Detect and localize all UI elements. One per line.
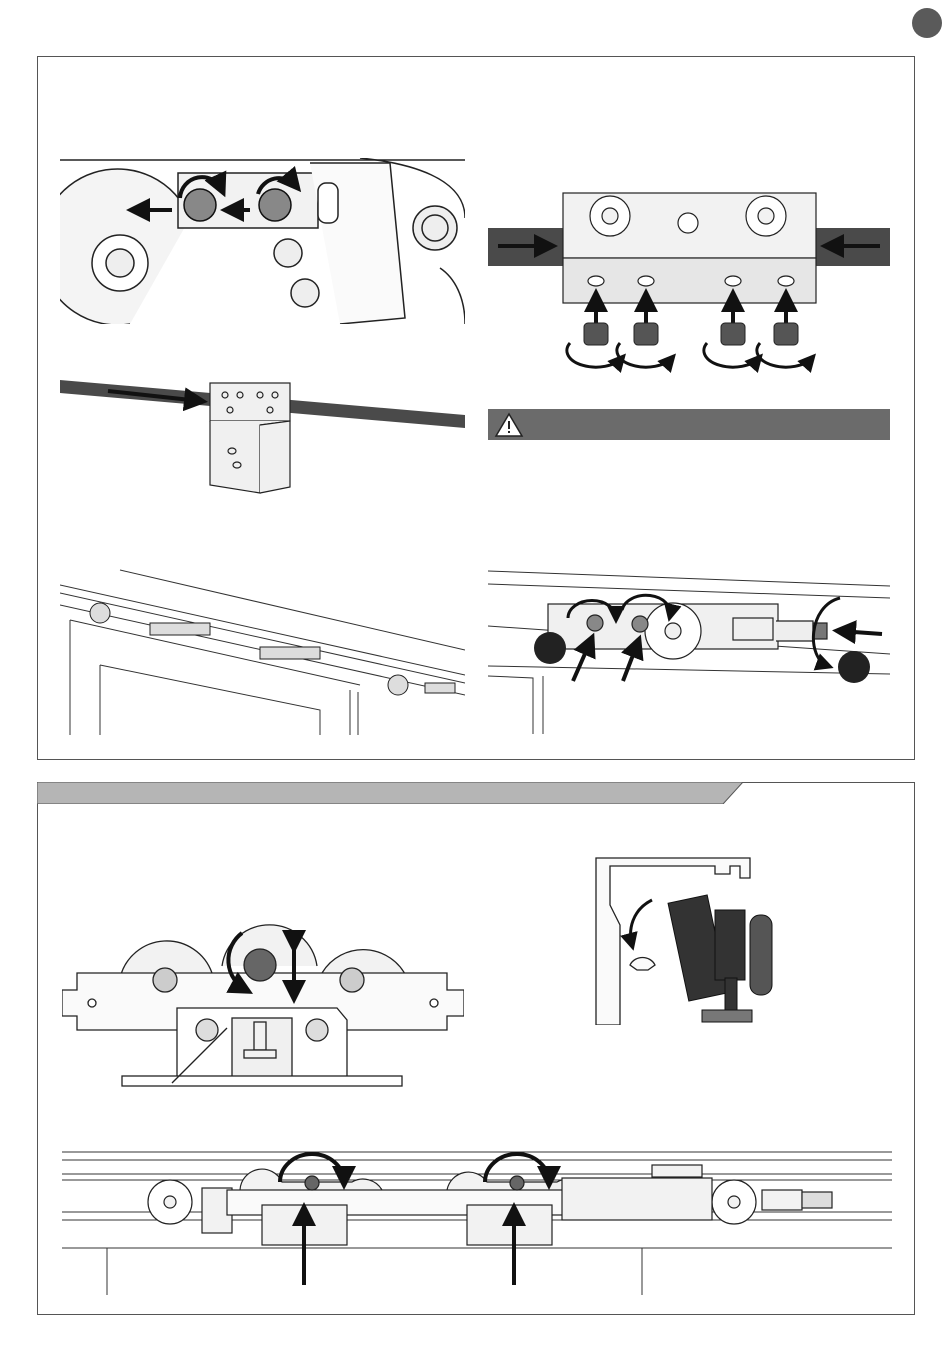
warning-triangle-icon (494, 412, 524, 438)
rotate-arrow-icon (567, 343, 812, 367)
figure-rail-profile-hook (590, 850, 795, 1025)
figure-sprocket-screws (60, 158, 465, 324)
figure-belt-clamp-block (488, 188, 890, 373)
section-header-bar (37, 782, 743, 804)
figure-belt-bracket (60, 375, 465, 500)
figure-belt-tension-detail (488, 566, 890, 734)
callout-dot-1 (534, 632, 566, 664)
figure-carriage-rail-assembly (62, 1150, 892, 1295)
rotate-arrow-icon (631, 900, 652, 945)
callout-dot-2 (838, 651, 870, 683)
rotate-arrow-icon (280, 1154, 549, 1182)
page-marker-dot (912, 8, 942, 38)
figure-roller-carriage-eccentric (62, 918, 464, 1090)
warning-bar (488, 409, 890, 440)
figure-rail-carriage-overview (60, 565, 465, 735)
